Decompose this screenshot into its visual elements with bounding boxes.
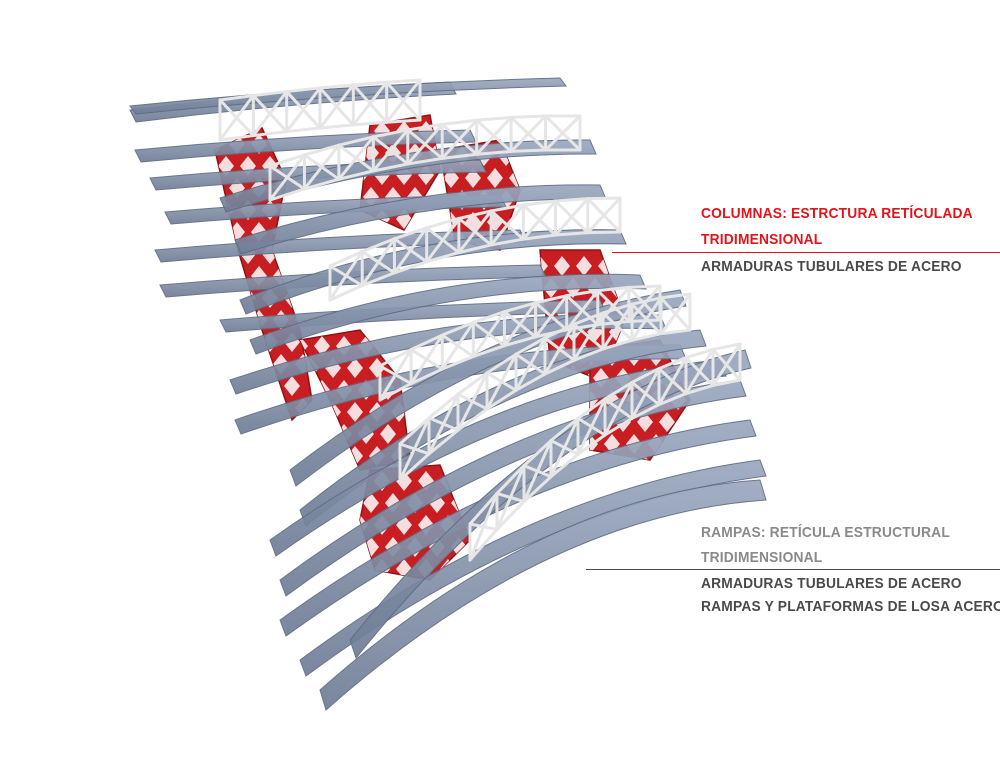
slab-platforms (129, 77, 767, 711)
tubular-steel-trusses (218, 78, 742, 562)
columns-heading-line2: TRIDIMENSIONAL (701, 231, 823, 248)
slab-mid-4 (249, 273, 647, 355)
slab-mid-3 (239, 229, 627, 315)
columns-callout-leader-line (612, 252, 1000, 253)
truss-top (218, 78, 422, 142)
slab-low-1 (289, 289, 687, 487)
truss-mid-2 (328, 196, 622, 302)
truss-low-1 (398, 292, 692, 482)
ramps-heading-line1: RAMPAS: RETÍCULA ESTRUCTURAL (701, 524, 950, 541)
columns-detail-line1: ARMADURAS TUBULARES DE ACERO (701, 258, 962, 275)
ramps-detail-line2: RAMPAS Y PLATAFORMAS DE LOSA ACERO (701, 598, 1000, 615)
truss-mid-1 (268, 114, 582, 202)
slab-front (319, 479, 767, 711)
ramps-detail-line1: ARMADURAS TUBULARES DE ACERO (701, 575, 962, 592)
slab-low-6 (299, 459, 767, 677)
slab-top-deck (129, 77, 567, 115)
slab-low-5 (279, 419, 757, 637)
truss-low-2 (468, 342, 742, 562)
slab-low-4 (279, 379, 747, 597)
columns-heading-line1: COLUMNAS: ESTRCTURA RETÍCULADA (701, 205, 973, 222)
ramps-heading-line2: TRIDIMENSIONAL (701, 549, 823, 566)
ramps-callout-leader-line (586, 569, 1000, 570)
